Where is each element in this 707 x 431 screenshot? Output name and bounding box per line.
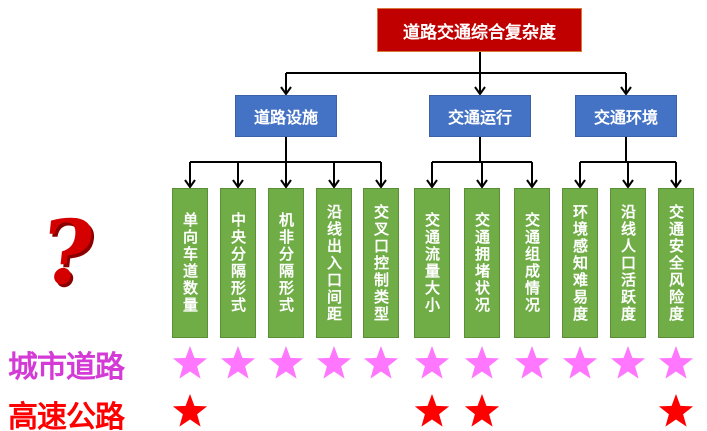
arrow-icon xyxy=(620,86,632,96)
star-icon xyxy=(464,346,500,379)
arrow-icon xyxy=(474,86,486,96)
arrow-icon xyxy=(622,179,634,189)
star-icon xyxy=(220,346,256,379)
star-icon xyxy=(514,346,550,379)
question-mark-icon: ? xyxy=(36,200,100,304)
indicator-node: 交通流量大小 xyxy=(414,188,450,338)
indicator-node: 中央分隔形式 xyxy=(220,188,256,338)
star-icon xyxy=(562,346,598,379)
star-icon xyxy=(658,346,694,379)
indicator-node: 机非分隔形式 xyxy=(268,188,304,338)
star-icon xyxy=(464,394,500,427)
indicator-node: 交通拥堵状况 xyxy=(464,188,500,338)
arrow-icon xyxy=(476,179,488,189)
arrow-icon xyxy=(670,179,682,189)
star-icon xyxy=(610,346,646,379)
arrow-icon xyxy=(280,86,292,96)
category-traffic-operation: 交通运行 xyxy=(429,95,531,137)
category-traffic-environment: 交通环境 xyxy=(575,95,677,137)
star-icon xyxy=(172,346,208,379)
star-icon xyxy=(316,346,352,379)
star-icon xyxy=(658,394,694,427)
star-icon xyxy=(414,394,450,427)
indicator-node: 交通安全风险度 xyxy=(658,188,694,338)
star-icon xyxy=(268,346,304,379)
star-icon xyxy=(414,346,450,379)
indicator-node: 沿线出入口间距 xyxy=(316,188,352,338)
indicator-node: 单向车道数量 xyxy=(172,188,208,338)
row-label-urban-road: 城市道路 xyxy=(8,350,125,385)
arrow-icon xyxy=(375,179,387,189)
indicator-node: 环境感知难易度 xyxy=(562,188,598,338)
star-icon xyxy=(363,346,399,379)
arrow-icon xyxy=(328,179,340,189)
indicator-node: 交叉口控制类型 xyxy=(363,188,399,338)
arrow-icon xyxy=(232,179,244,189)
arrow-icon xyxy=(280,179,292,189)
arrow-icon xyxy=(426,179,438,189)
arrow-icon xyxy=(184,179,196,189)
root-node: 道路交通综合复杂度 xyxy=(377,8,582,52)
arrow-icon xyxy=(526,179,538,189)
category-road-facilities: 道路设施 xyxy=(235,95,337,137)
star-icon xyxy=(172,394,208,427)
indicator-node: 交通组成情况 xyxy=(514,188,550,338)
arrow-icon xyxy=(574,179,586,189)
row-label-expressway: 高速公路 xyxy=(8,400,125,431)
indicator-node: 沿线人口活跃度 xyxy=(610,188,646,338)
